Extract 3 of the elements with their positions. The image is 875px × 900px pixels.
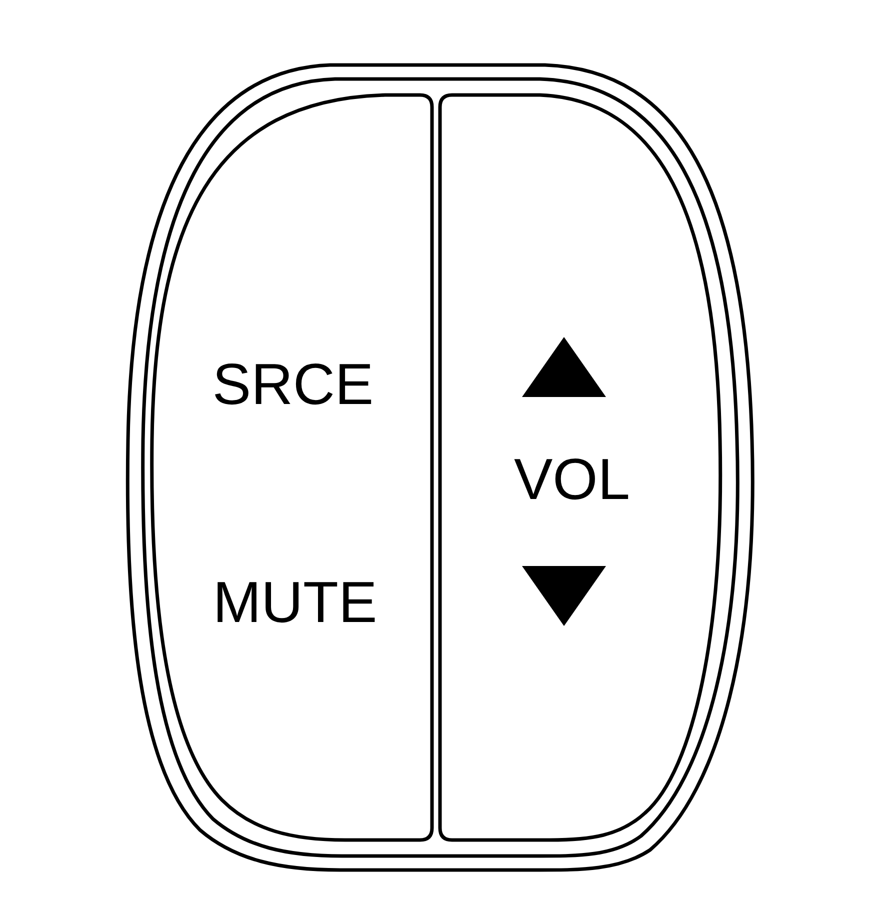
button-label: VOL [514, 451, 630, 509]
button-label: SRCE [212, 356, 374, 414]
button-label: MUTE [212, 574, 378, 632]
